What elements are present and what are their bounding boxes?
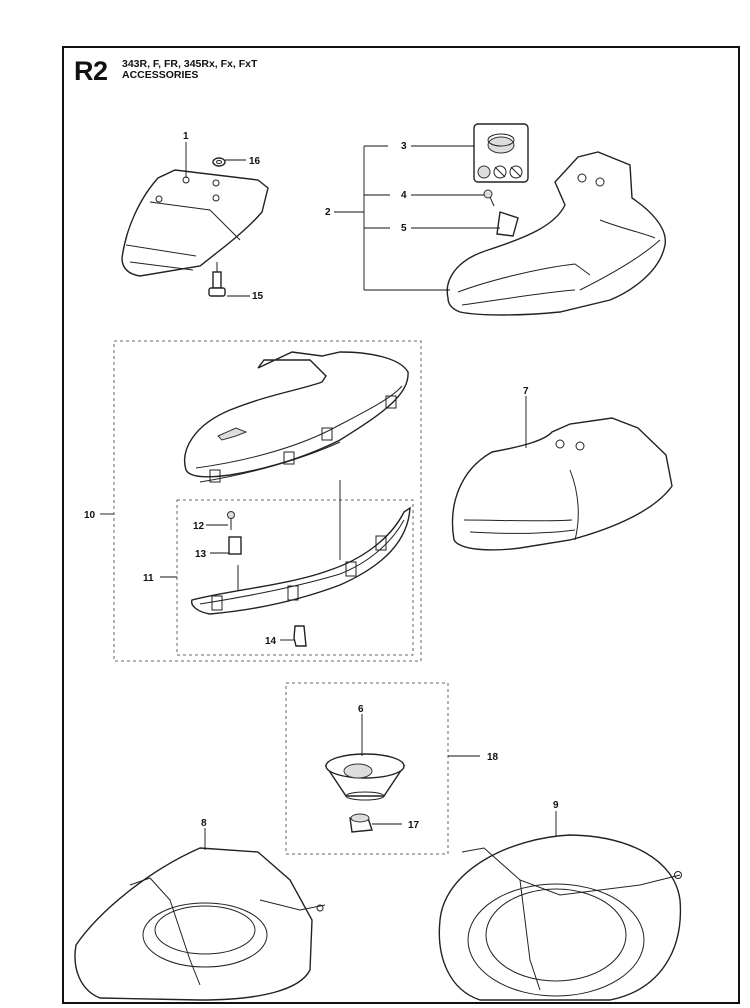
- leader-lines: [100, 142, 557, 850]
- callout-1: 1: [183, 131, 189, 142]
- callout-4: 4: [401, 190, 407, 201]
- callout-18: 18: [487, 752, 499, 763]
- callout-11: 11: [143, 573, 154, 584]
- part-11-strip: [191, 506, 411, 615]
- part-6-hub: [324, 753, 406, 801]
- callout-9: 9: [553, 800, 559, 811]
- part-15-screw: [208, 262, 226, 297]
- callout-13: 13: [195, 549, 207, 560]
- part-7-guard: [451, 417, 673, 551]
- callout-7: 7: [523, 386, 529, 397]
- section-title: ACCESSORIES: [122, 69, 199, 81]
- part-16-nut: [212, 157, 226, 167]
- part-3-line-icon: [473, 123, 529, 183]
- section-code: R2: [74, 56, 108, 86]
- callout-2: 2: [325, 207, 331, 218]
- assembly-box-11: [176, 499, 414, 656]
- callout-14: 14: [265, 636, 277, 647]
- callout-16: 16: [249, 156, 261, 167]
- part-12-screw: [227, 511, 235, 530]
- part-2-guard-assembly: [446, 151, 666, 316]
- part-1-grass-guard: [121, 169, 269, 277]
- part-4-screw: [483, 189, 495, 207]
- part-13-knife: [228, 536, 242, 555]
- callout-5: 5: [401, 223, 407, 234]
- callout-17: 17: [408, 820, 420, 831]
- part-14-clip: [293, 625, 307, 647]
- callout-12: 12: [193, 521, 205, 532]
- assembly-box-10: [113, 340, 422, 662]
- callout-6: 6: [358, 704, 364, 715]
- callout-15: 15: [252, 291, 264, 302]
- part-9-guard: [438, 834, 682, 1001]
- diagram-frame: [62, 46, 740, 1004]
- part-10-guard: [184, 351, 409, 483]
- assembly-box-18: [285, 682, 449, 855]
- part-17-nut: [349, 813, 373, 833]
- part-8-guard: [74, 847, 326, 1001]
- callout-3: 3: [401, 141, 407, 152]
- model-list: 343R, F, FR, 345Rx, Fx, FxT: [122, 58, 258, 70]
- callout-10: 10: [84, 510, 96, 521]
- callout-8: 8: [201, 818, 207, 829]
- part-5-knife: [496, 211, 519, 237]
